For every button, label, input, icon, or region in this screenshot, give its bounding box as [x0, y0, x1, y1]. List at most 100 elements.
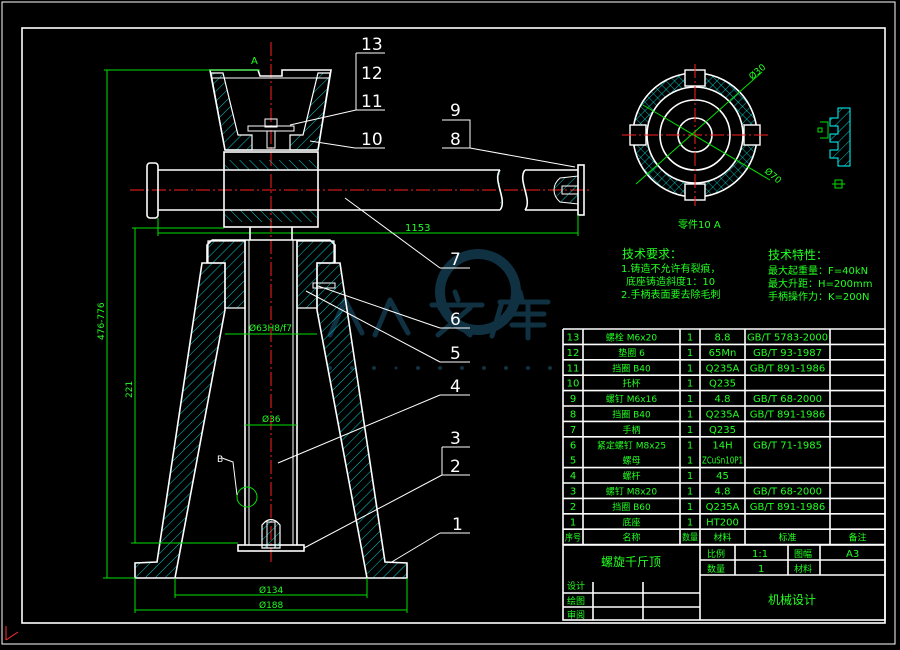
balloon-6: 6	[450, 310, 461, 330]
table-cell-standard: GB/T 891-1986	[750, 410, 825, 421]
screw-head	[223, 151, 319, 228]
table-cell-row-number: 8	[570, 410, 576, 421]
table-header-standard: 标准	[778, 532, 796, 544]
table-cell-material: 4.8	[715, 394, 731, 405]
balloon-5: 5	[450, 344, 461, 364]
table-cell-standard: GB/T 68-2000	[753, 394, 822, 405]
table-cell-material: 8.8	[715, 333, 731, 344]
leader-lines	[277, 52, 576, 564]
dim-base-inner: Ø134	[259, 585, 284, 596]
detail-b-label: B	[217, 455, 223, 465]
table-cell-part-name: 螺母	[622, 456, 640, 467]
table-cell-quantity: 1	[687, 363, 693, 374]
balloon-1: 1	[452, 515, 463, 535]
table-cell-part-name: 底座	[622, 516, 640, 528]
table-cell-material: ZCuSn10P1	[702, 456, 743, 467]
balloon-7: 7	[450, 250, 461, 270]
table-cell-row-number: 3	[570, 487, 576, 498]
balloon-4: 4	[450, 377, 461, 397]
balloon-2: 2	[450, 457, 461, 477]
table-header-material: 材料	[713, 532, 731, 544]
designer-label: 设计	[567, 580, 585, 592]
dim-handle-length: 1153	[405, 223, 430, 234]
table-cell-row-number: 13	[567, 333, 580, 344]
view-a-label: A	[251, 56, 258, 67]
sheet-size-label: 图幅	[794, 548, 812, 560]
dim-section-b: Ø70	[762, 166, 783, 187]
table-cell-standard: GB/T 891-1986	[750, 502, 825, 513]
tooth-profile-detail	[817, 107, 851, 189]
dimensions	[103, 69, 408, 613]
table-cell-part-name: 螺栓 M6x20	[606, 332, 657, 344]
table-cell-quantity: 1	[687, 348, 693, 359]
organization-name: 机械设计	[768, 592, 816, 607]
table-cell-row-number: 6	[570, 440, 576, 451]
table-cell-row-number: 7	[570, 425, 576, 436]
balloon-10: 10	[361, 130, 383, 150]
table-cell-material: Q235A	[706, 363, 740, 374]
table-header-remark: 备注	[848, 532, 866, 544]
table-cell-material: 65Mn	[709, 348, 737, 359]
dim-section-a: Ø30	[747, 62, 768, 83]
table-cell-quantity: 1	[687, 410, 693, 421]
drafter-label: 绘图	[567, 595, 585, 607]
table-cell-standard: GB/T 68-2000	[753, 487, 822, 498]
table-cell-part-name: 紧定螺钉 M8x25	[597, 439, 666, 451]
tech-requirements: 技术要求： 1.铸造不允许有裂痕， 底座铸造斜度1：10 2.手柄表面要去除毛刺	[621, 247, 721, 301]
table-cell-quantity: 1	[687, 487, 693, 498]
table-cell-part-name: 螺钉 M6x16	[606, 394, 657, 405]
table-cell-material: Q235	[709, 379, 736, 390]
table-cell-quantity: 1	[687, 394, 693, 405]
table-cell-material: Q235A	[706, 502, 740, 513]
table-cell-quantity: 1	[687, 502, 693, 513]
table-cell-standard: GB/T 71-1985	[753, 440, 822, 451]
part-13-bolt	[247, 118, 295, 149]
table-cell-part-name: 挡圈 B40	[612, 362, 651, 374]
sheet-size-value: A3	[846, 549, 859, 560]
table-cell-quantity: 1	[687, 333, 693, 344]
table-cell-row-number: 10	[567, 379, 580, 390]
table-cell-row-number: 5	[570, 456, 576, 467]
tech-specs-title: 技术特性：	[768, 247, 828, 262]
balloon-12: 12	[361, 64, 383, 84]
balloon-8: 8	[450, 130, 461, 150]
table-cell-row-number: 12	[567, 348, 580, 359]
tech-spec-3: 手柄操作力：K=200N	[768, 290, 870, 303]
watermark-logo	[327, 249, 552, 370]
ucs-icon	[5, 626, 19, 641]
table-cell-quantity: 1	[687, 440, 693, 451]
balloon-13: 13	[361, 35, 383, 55]
tech-spec-1: 最大起重量：F=40kN	[768, 264, 868, 277]
table-cell-material: Q235	[709, 425, 736, 436]
table-header-part-name: 名称	[622, 532, 640, 544]
balloon-3: 3	[450, 429, 461, 449]
material-label: 材料	[794, 563, 812, 575]
table-header-row-number: 序号	[565, 532, 581, 544]
tech-requirements-title: 技术要求：	[622, 247, 682, 261]
part-3-screw	[261, 518, 281, 549]
scale-label: 比例	[707, 548, 725, 560]
table-cell-part-name: 垫圈 6	[618, 347, 645, 359]
tech-spec-2: 最大升距：H=200mm	[768, 277, 872, 290]
table-cell-part-name: 挡圈 B40	[612, 409, 651, 421]
table-cell-material: 45	[716, 471, 729, 482]
scale-value: 1:1	[752, 549, 768, 560]
table-cell-row-number: 2	[570, 502, 576, 513]
table-header-quantity: 数量	[682, 532, 698, 544]
table-cell-part-name: 螺杆	[622, 470, 640, 482]
table-cell-material: Q235A	[706, 410, 740, 421]
quantity-value: 1	[758, 564, 764, 575]
dim-total-height: 476-776	[97, 302, 107, 340]
reviewer-label: 审阅	[567, 609, 585, 621]
quantity-label: 数量	[707, 563, 725, 575]
table-cell-standard: GB/T 93-1987	[753, 348, 822, 359]
table-cell-quantity: 1	[687, 425, 693, 436]
tech-requirement-2: 底座铸造斜度1：10	[626, 275, 715, 288]
table-cell-material: 4.8	[715, 487, 731, 498]
watermark-url-dots	[328, 366, 552, 370]
title-block-title: 螺旋千斤顶	[601, 555, 661, 569]
